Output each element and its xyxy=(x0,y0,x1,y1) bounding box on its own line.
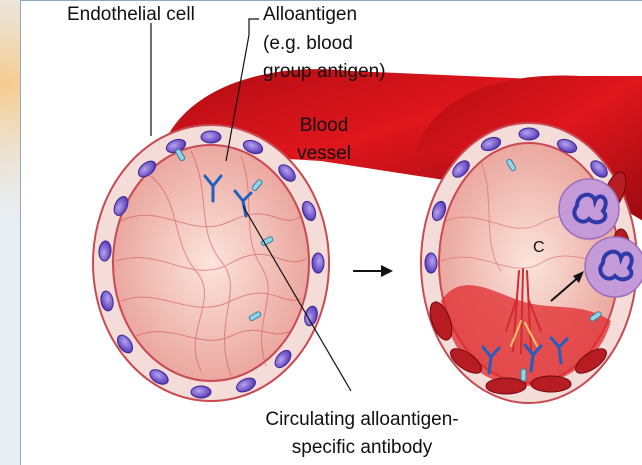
neutrophil xyxy=(585,237,642,297)
blood-vessel-label-line2: vessel xyxy=(289,143,359,165)
endothelial-nucleus xyxy=(519,128,539,140)
endothelial-nucleus xyxy=(201,131,221,143)
alloantigen-label-line1: Alloantigen xyxy=(263,4,357,26)
transition-arrow xyxy=(353,265,393,277)
blood-vessel-label-line1: Blood xyxy=(289,115,359,137)
endothelial-nucleus xyxy=(425,253,437,273)
alloantigen-marker xyxy=(521,369,526,381)
antibody-label-line2: specific antibody xyxy=(217,437,507,459)
right-vessel xyxy=(416,75,642,403)
neutrophil xyxy=(559,179,619,239)
endothelial-nucleus xyxy=(312,253,324,273)
endothelial-cell-label: Endothelial cell xyxy=(67,4,195,26)
antibody-label-line1: Circulating alloantigen- xyxy=(217,409,507,431)
alloantigen-label-line2: (e.g. blood xyxy=(263,33,353,55)
left-vessel-lumen xyxy=(113,145,309,381)
complement-label: C xyxy=(533,237,545,259)
damaged-endothelial-cell xyxy=(531,376,571,392)
figure-frame: Endothelial cell Alloantigen (e.g. blood… xyxy=(20,0,642,465)
alloantigen-label-line3: group antigen) xyxy=(263,61,386,83)
damaged-endothelial-cell xyxy=(486,378,526,394)
endothelial-nucleus xyxy=(191,386,211,398)
